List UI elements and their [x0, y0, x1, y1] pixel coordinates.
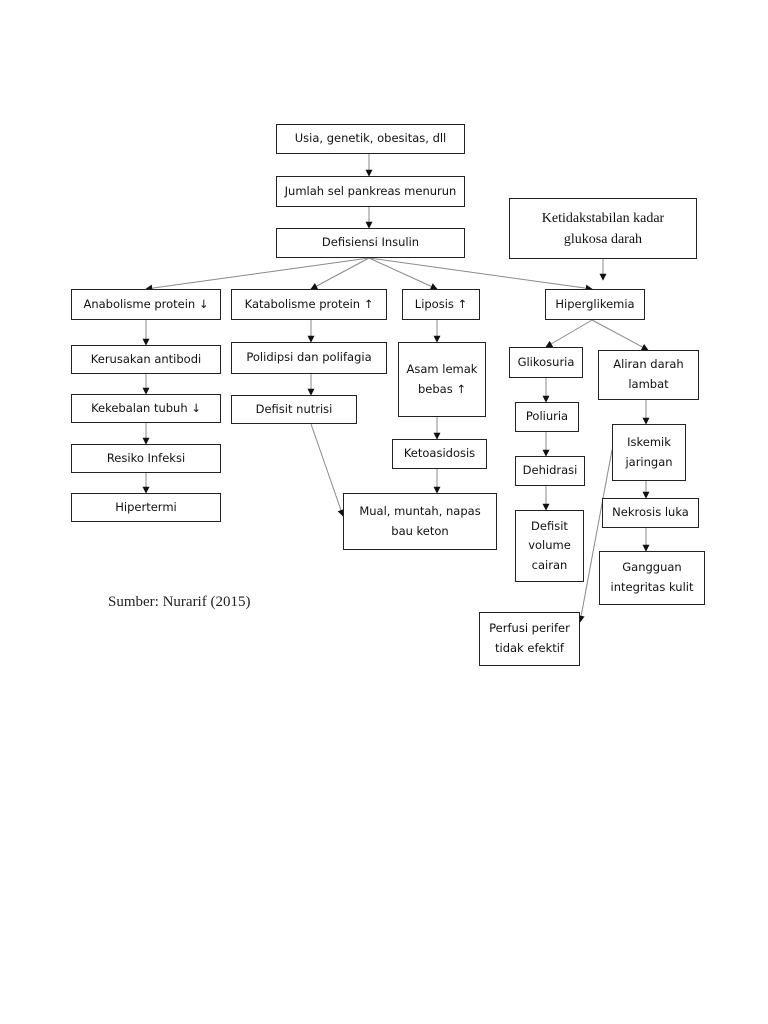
node-kerusakan-antibodi: Kerusakan antibodi [71, 345, 221, 374]
node-mual-muntah: Mual, muntah, napas bau keton [343, 493, 497, 550]
node-poliuria: Poliuria [515, 402, 579, 432]
node-iskemik-jaringan: Iskemik jaringan [612, 424, 686, 481]
edge-defisiensi-katabolisme [310, 257, 370, 290]
node-perfusi-perifer: Perfusi perifer tidak efektif [479, 612, 580, 666]
node-liposis: Liposis ↑ [402, 289, 480, 320]
edge-defisit-mual [310, 423, 345, 517]
node-jumlah-sel-pankreas: Jumlah sel pankreas menurun [276, 176, 465, 207]
node-defisit-volume-cairan: Defisit volume cairan [515, 510, 584, 582]
edge-defisiensi-liposis [368, 257, 438, 290]
node-glikosuria: Glikosuria [509, 347, 583, 378]
edge-defisiensi-anabolisme [145, 257, 370, 292]
node-polidipsi-polifagia: Polidipsi dan polifagia [231, 342, 387, 374]
node-hipertermi: Hipertermi [71, 493, 221, 522]
node-ketoasidosis: Ketoasidosis [392, 439, 487, 469]
node-gangguan-integritas-kulit: Gangguan integritas kulit [599, 551, 705, 605]
node-resiko-infeksi: Resiko Infeksi [71, 444, 221, 473]
node-hiperglikemia: Hiperglikemia [545, 289, 645, 320]
node-anabolisme-protein: Anabolisme protein ↓ [71, 289, 221, 320]
node-katabolisme-protein: Katabolisme protein ↑ [231, 289, 387, 320]
node-kekebalan-tubuh: Kekebalan tubuh ↓ [71, 394, 221, 423]
edge-iskemik-perfusi [577, 449, 613, 623]
edge-hiperglikemia-glikosuria [545, 319, 593, 348]
node-usia-genetik: Usia, genetik, obesitas, dll [276, 124, 465, 154]
node-nekrosis-luka: Nekrosis luka [602, 498, 699, 528]
node-defisit-nutrisi: Defisit nutrisi [231, 395, 357, 424]
edge-hiperglikemia-aliran [591, 319, 649, 351]
node-defisiensi-insulin: Defisiensi Insulin [276, 228, 465, 258]
node-asam-lemak-bebas: Asam lemak bebas ↑ [398, 342, 486, 417]
edge-defisiensi-hiperglikemia [368, 257, 593, 292]
source-citation: Sumber: Nurarif (2015) [108, 594, 251, 610]
node-ketidakstabilan-glukosa: Ketidakstabilan kadar glukosa darah [509, 198, 697, 259]
node-dehidrasi: Dehidrasi [515, 456, 585, 486]
node-aliran-darah-lambat: Aliran darah lambat [598, 350, 699, 400]
